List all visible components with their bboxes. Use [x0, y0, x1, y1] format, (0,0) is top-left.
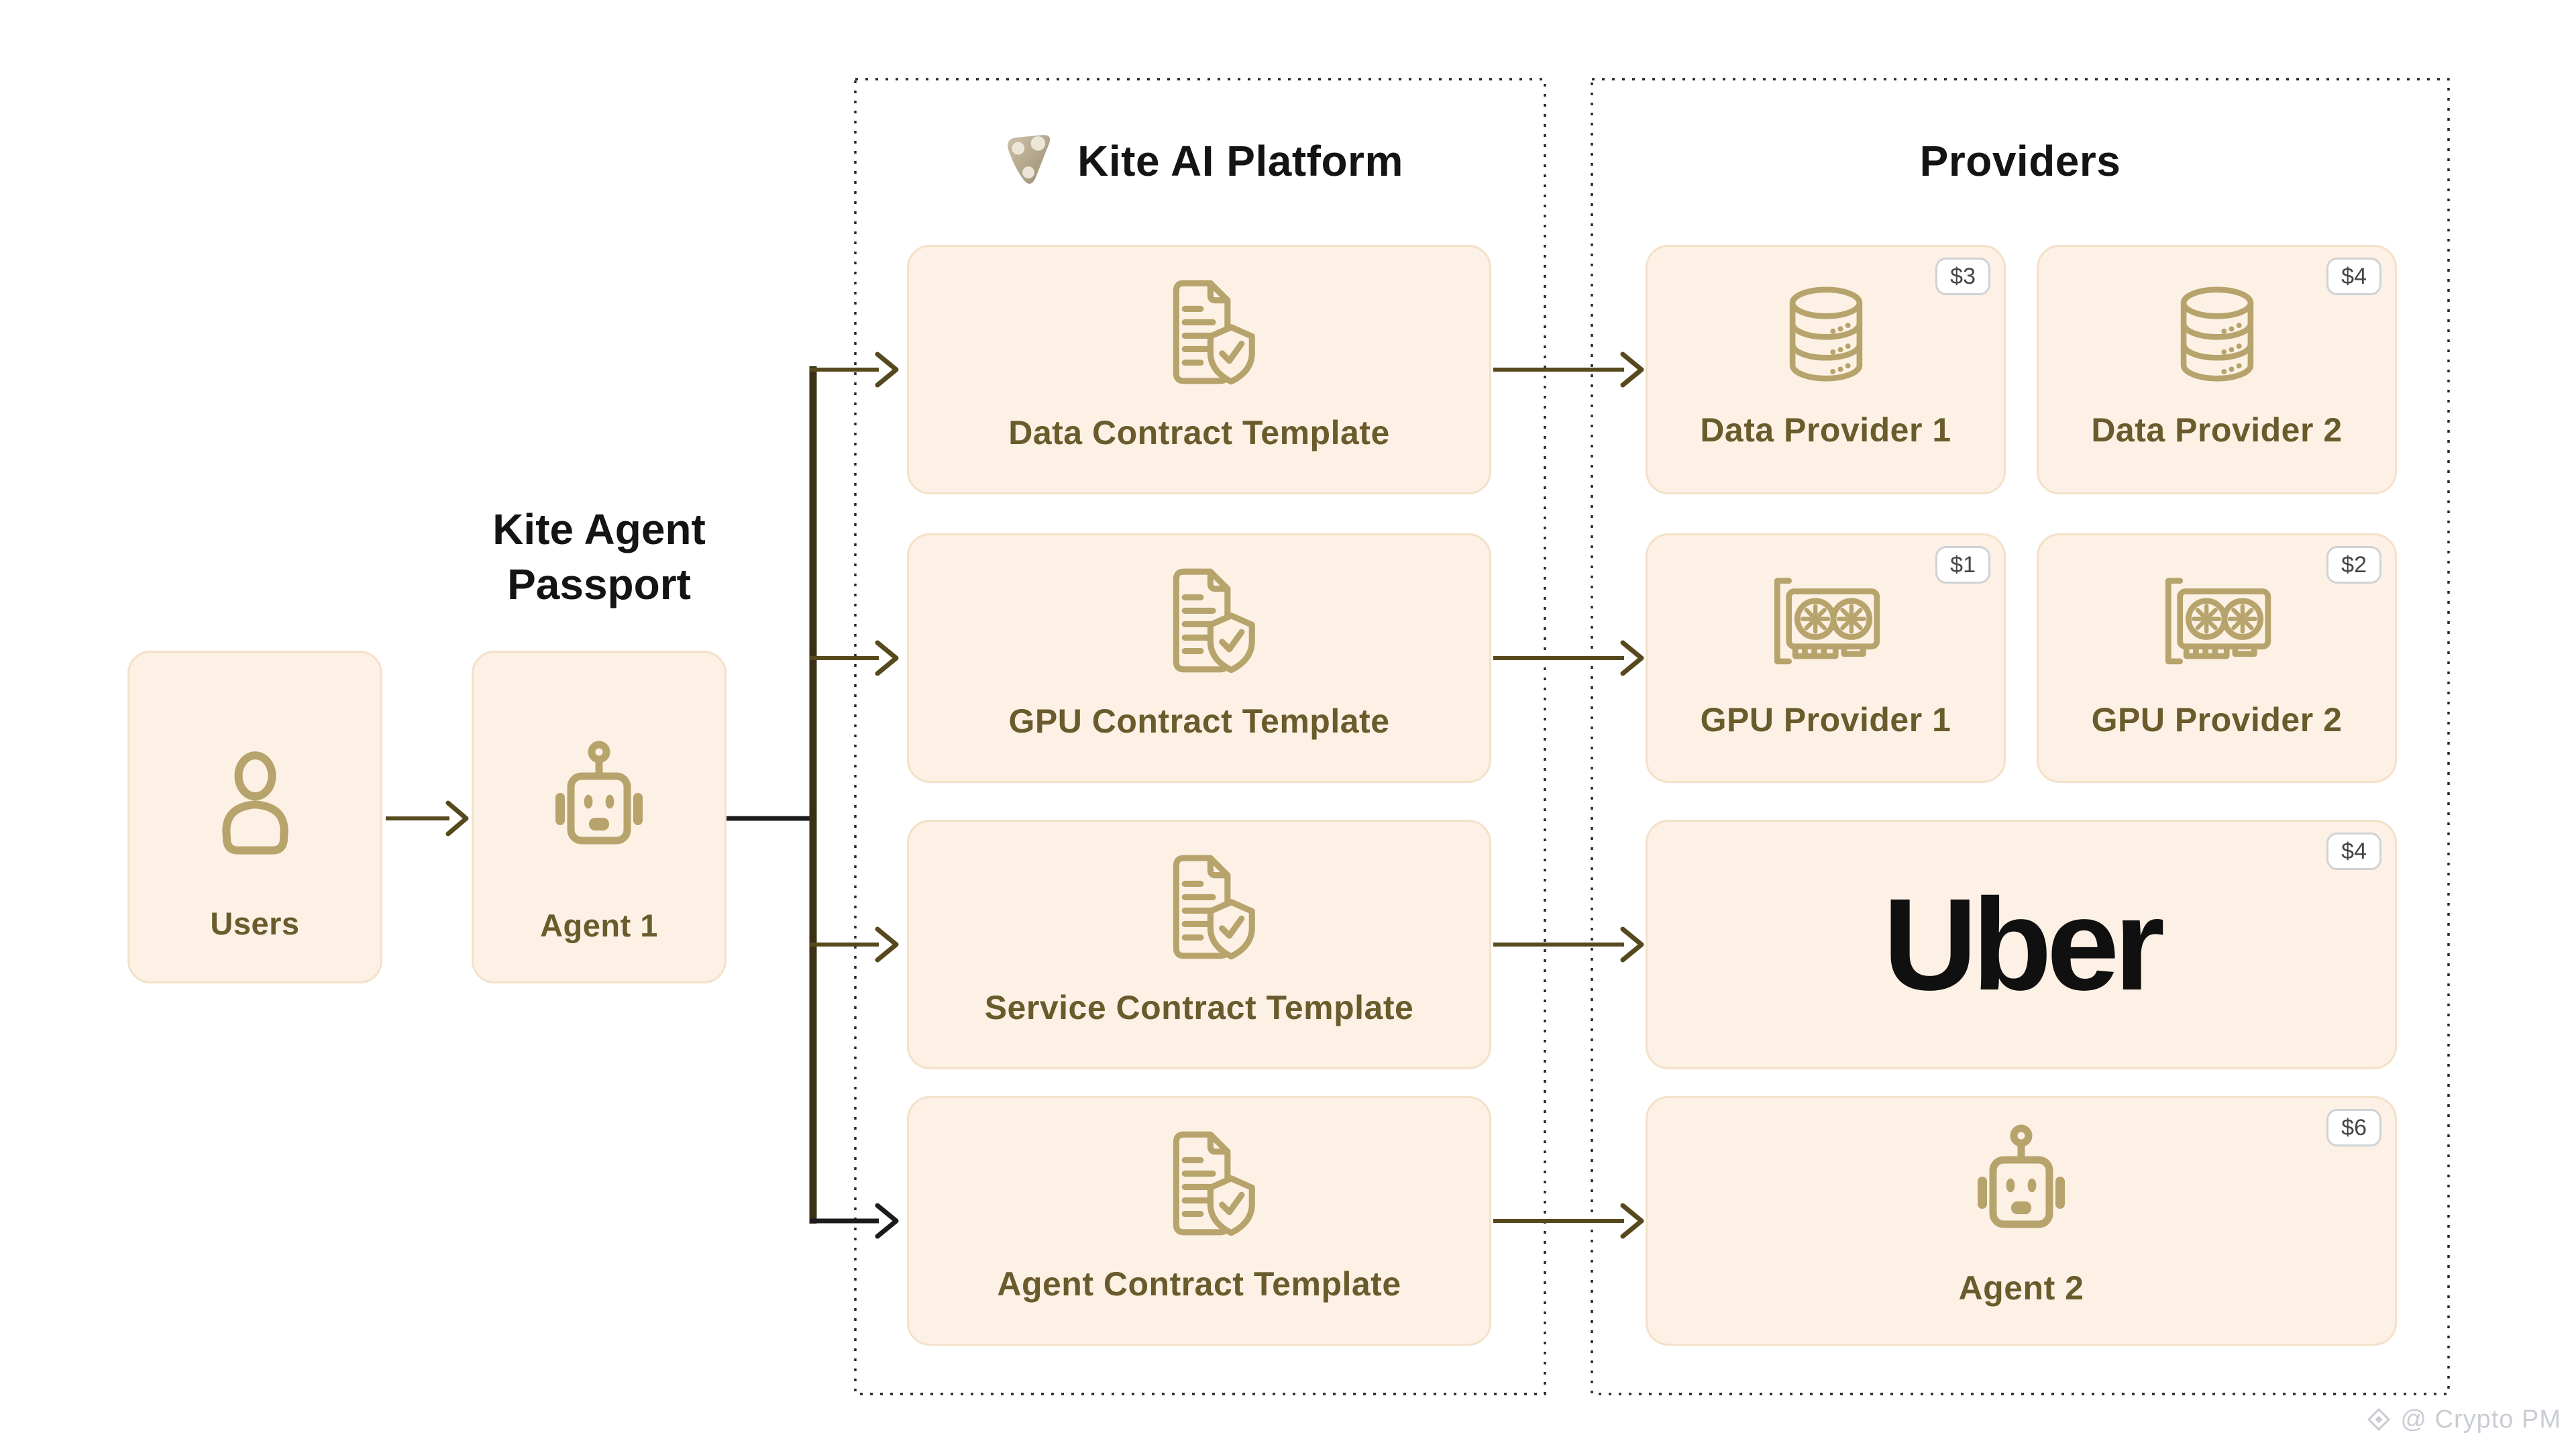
users-card: Users	[127, 651, 382, 983]
price-badge: $3	[1935, 258, 1990, 295]
price-badge: $6	[2326, 1109, 2381, 1146]
users-label: Users	[210, 906, 300, 941]
providers-container-border	[1591, 78, 2450, 1395]
arrow-service-template-to-uber	[1493, 926, 1644, 963]
gpu-icon	[2153, 570, 2281, 676]
arrow-users-to-agent1	[386, 800, 469, 837]
robot-icon	[1954, 1118, 2088, 1252]
watermark: @ Crypto PM	[2364, 1405, 2561, 1434]
kite-agent-passport-title: Kite Agent Passport	[415, 502, 784, 612]
providers-title: Providers	[1919, 137, 2121, 185]
provider-card-data1: $3 Data Provider 1	[1646, 245, 2006, 494]
price-badge: $4	[2326, 258, 2381, 295]
user-icon	[193, 740, 317, 864]
robot-icon	[532, 735, 666, 869]
price-badge: $4	[2326, 833, 2381, 870]
provider-label: GPU Provider 1	[1700, 701, 1951, 739]
passport-title-line2: Passport	[507, 560, 691, 608]
arrow-agent-template-to-agent2	[1493, 1203, 1644, 1239]
watermark-text: @ Crypto PM	[2400, 1405, 2561, 1434]
provider-card-uber: $4 Uber	[1646, 820, 2397, 1069]
database-icon	[2159, 276, 2275, 392]
arrow-data-template-to-provider	[1493, 352, 1644, 388]
platform-header: Kite AI Platform	[855, 131, 1545, 191]
document-shield-icon	[1138, 271, 1260, 393]
binance-diamond-icon	[2364, 1405, 2394, 1434]
agent1-card: Agent 1	[472, 651, 727, 983]
provider-card-data2: $4 Data Provider 2	[2037, 245, 2397, 494]
gpu-icon	[1762, 570, 1890, 676]
provider-label: GPU Provider 2	[2091, 701, 2343, 739]
provider-label: Data Provider 1	[1700, 411, 1951, 449]
kite-platform-container-border	[854, 78, 1546, 1395]
provider-label: Agent 2	[1958, 1269, 2084, 1307]
platform-title: Kite AI Platform	[1077, 137, 1403, 185]
provider-card-gpu2: $2 GPU Provider 2	[2037, 533, 2397, 783]
template-card-data: Data Contract Template	[907, 245, 1491, 494]
arrow-gpu-template-to-provider	[1493, 640, 1644, 676]
document-shield-icon	[1138, 1122, 1260, 1244]
provider-card-gpu1: $1 GPU Provider 1	[1646, 533, 2006, 783]
providers-header: Providers	[1592, 131, 2449, 191]
document-shield-icon	[1138, 559, 1260, 682]
passport-title-line1: Kite Agent	[492, 505, 706, 553]
arrow-trunk-to-agent-template	[810, 1203, 899, 1239]
database-icon	[1768, 276, 1884, 392]
template-card-gpu: GPU Contract Template	[907, 533, 1491, 783]
uber-logo: Uber	[1882, 871, 2165, 1018]
price-badge: $1	[1935, 546, 1990, 584]
template-label: GPU Contract Template	[1008, 702, 1390, 740]
template-card-service: Service Contract Template	[907, 820, 1491, 1069]
document-shield-icon	[1138, 846, 1260, 968]
price-badge: $2	[2326, 546, 2381, 584]
arrow-trunk-to-data-template	[810, 352, 899, 388]
provider-label: Data Provider 2	[2091, 411, 2343, 449]
kite-logo-icon	[997, 131, 1060, 191]
arrow-trunk-to-gpu-template	[810, 640, 899, 676]
template-label: Agent Contract Template	[997, 1265, 1401, 1303]
agent1-label: Agent 1	[540, 908, 658, 943]
arrow-trunk-to-service-template	[810, 926, 899, 963]
template-card-agent: Agent Contract Template	[907, 1096, 1491, 1346]
provider-card-agent2: $6 Agent 2	[1646, 1096, 2397, 1346]
template-label: Data Contract Template	[1008, 414, 1390, 451]
template-label: Service Contract Template	[984, 989, 1414, 1026]
